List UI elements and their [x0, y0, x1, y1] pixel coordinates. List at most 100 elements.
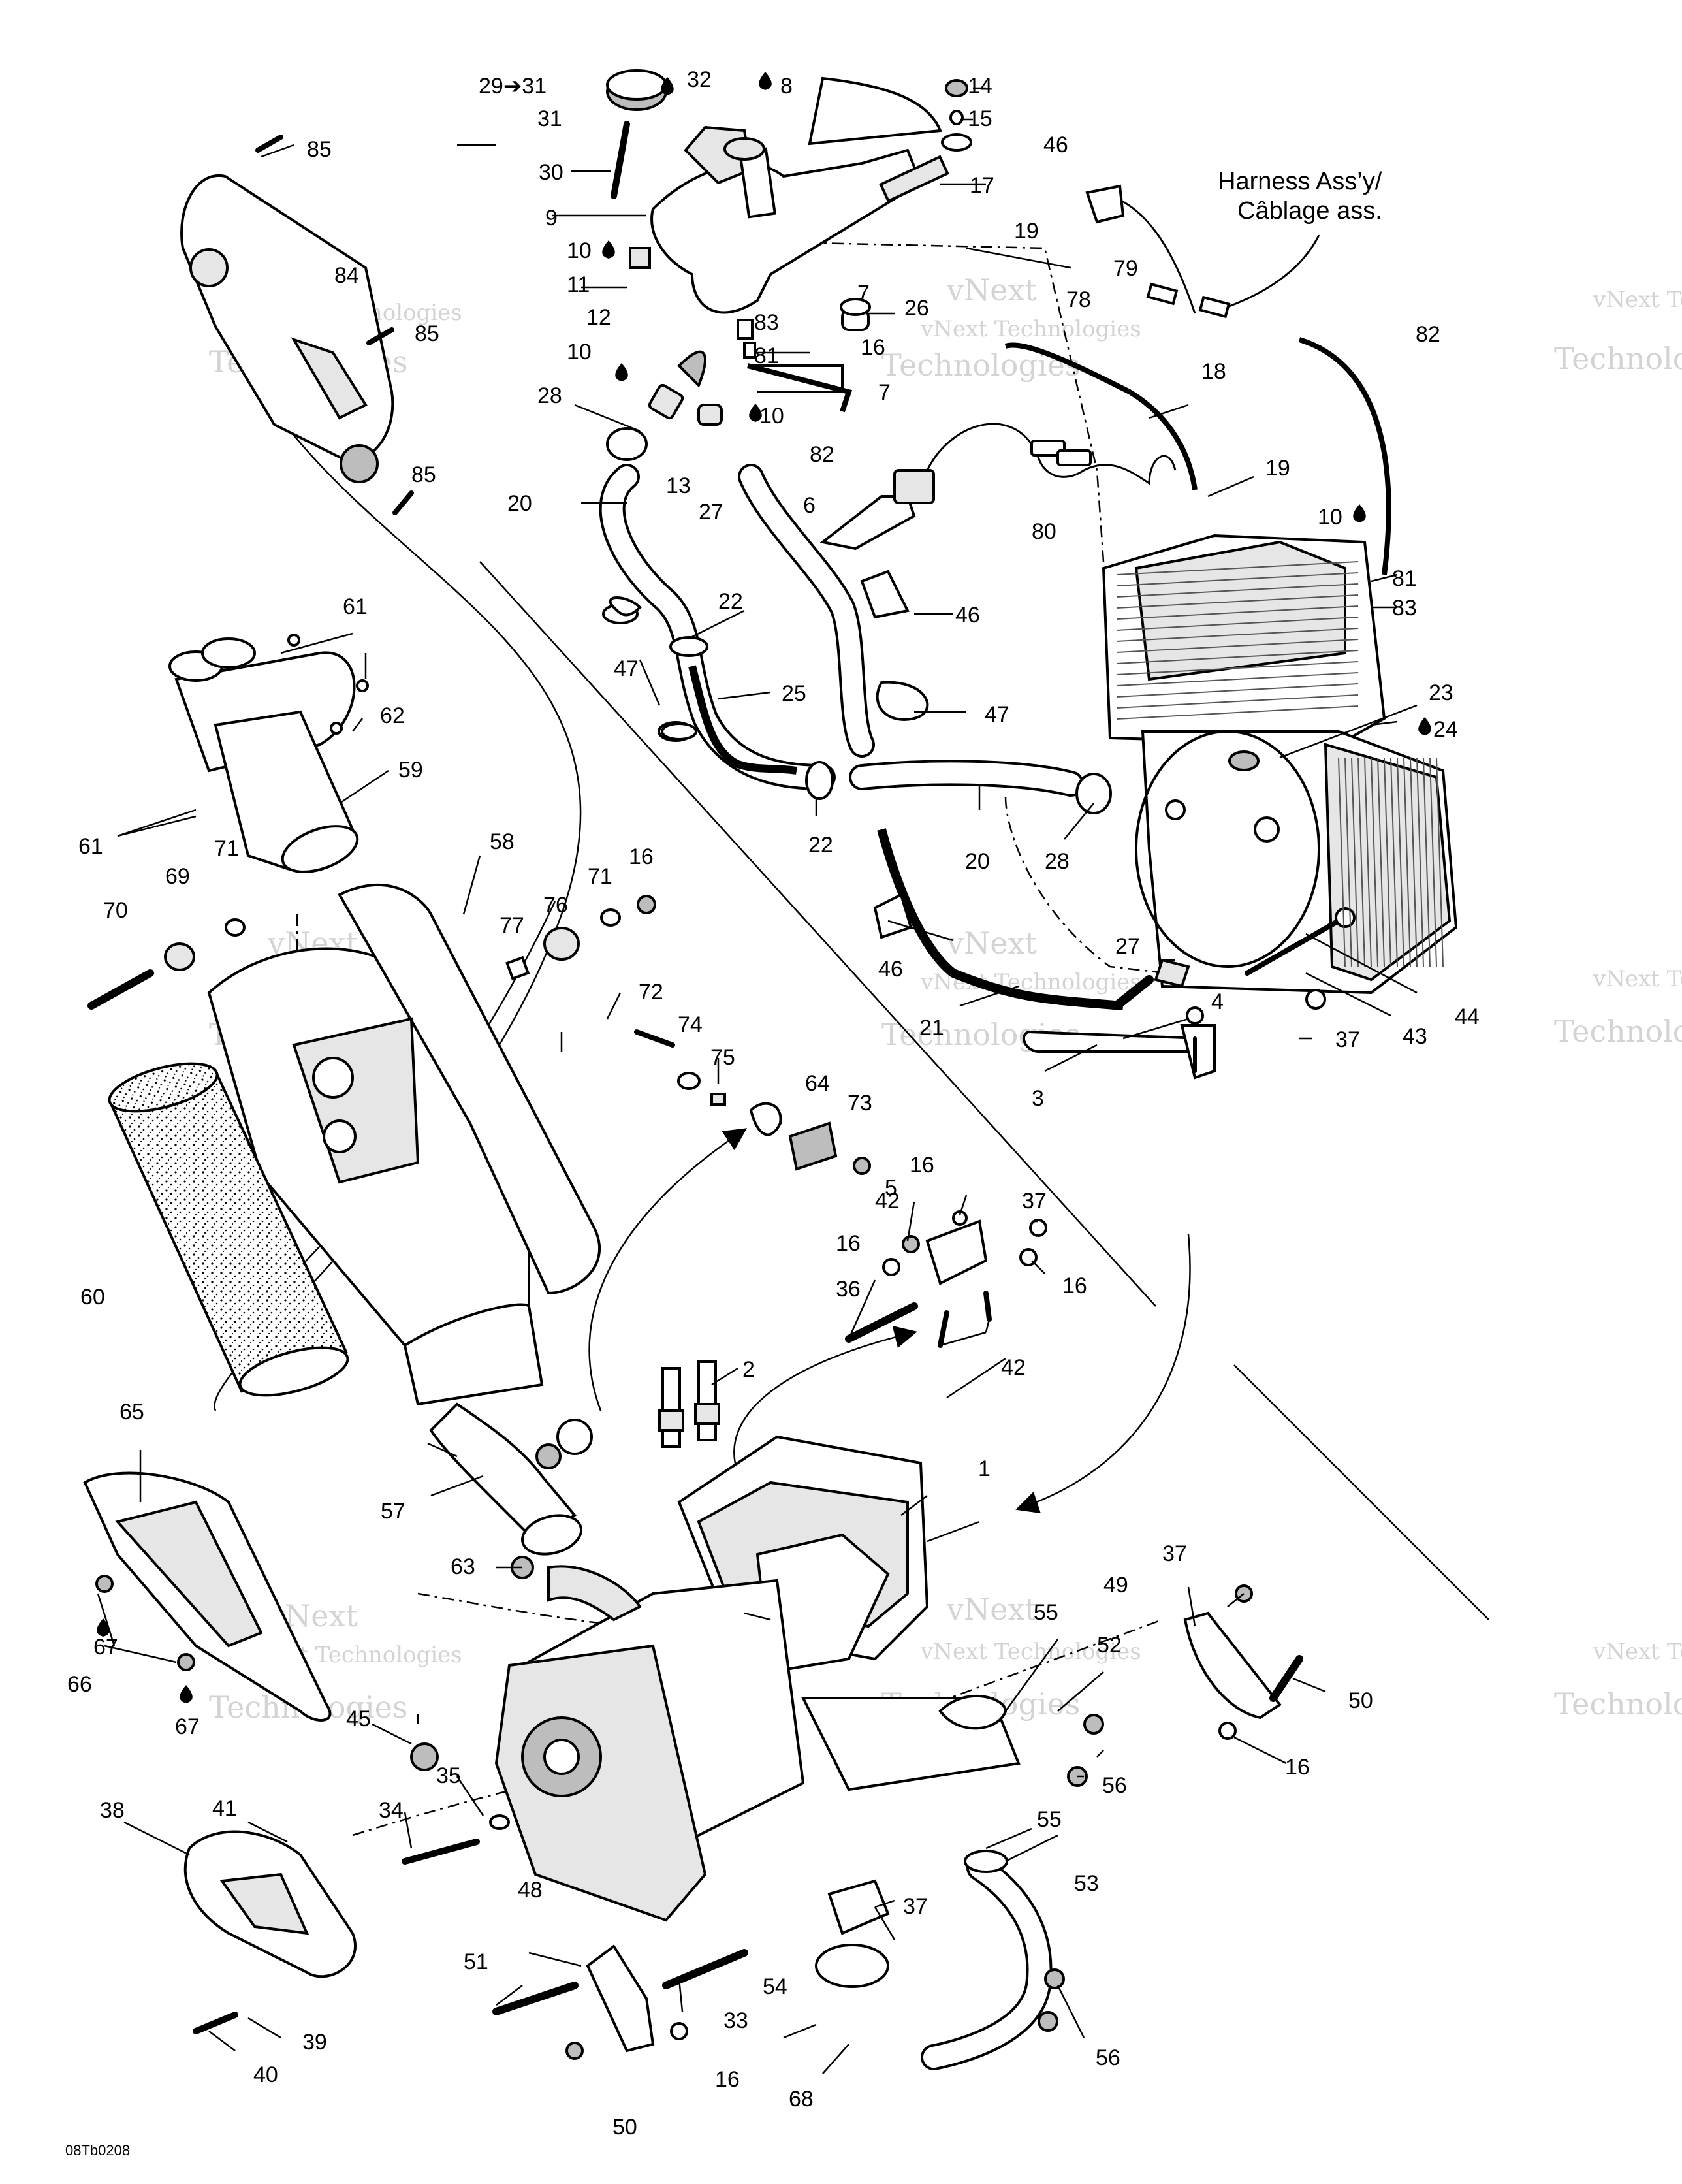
- callout-51: 51: [464, 1950, 488, 1974]
- callout-33: 33: [723, 2008, 748, 2033]
- callout-81a: 81: [754, 344, 779, 368]
- callout-78: 78: [1066, 287, 1091, 312]
- callout-79: 79: [1113, 256, 1138, 281]
- callout-10c: 10: [759, 404, 784, 428]
- droplet-icon: [661, 77, 674, 95]
- callout-34: 34: [379, 1798, 404, 1823]
- callout-56b: 56: [1096, 2046, 1120, 2070]
- droplet-icon: [759, 72, 772, 90]
- harness-label-line1: Harness Ass’y/: [1218, 168, 1382, 195]
- callout-labels: 29➔31 31 32 30 9 10 11 12 10 28 20 13 27…: [67, 67, 1480, 2140]
- droplet-icon: [749, 404, 762, 422]
- muffler-mount-hardware: [87, 895, 656, 1010]
- callout-50a: 50: [1348, 1688, 1373, 1713]
- svg-text:vNext Technologies: vNext Technologies: [1593, 287, 1682, 313]
- engine-cooling-fins: [1116, 561, 1444, 967]
- callout-84: 84: [334, 263, 359, 288]
- callout-9: 9: [545, 206, 558, 231]
- callout-24: 24: [1433, 717, 1458, 742]
- heat-shield-38: [183, 1742, 510, 2034]
- cooling-fin: [1357, 757, 1365, 967]
- callout-18: 18: [1201, 359, 1226, 384]
- droplet-icon: [615, 363, 628, 381]
- spark-arrestor-screen-60: [108, 1062, 349, 1397]
- cooling-fin: [1116, 628, 1359, 642]
- callout-28b: 28: [1045, 849, 1070, 874]
- callout-70: 70: [103, 898, 128, 923]
- droplet-icon: [1353, 504, 1366, 522]
- exhaust-gasket-55: [938, 1694, 1104, 1787]
- callout-71b: 71: [588, 864, 612, 889]
- cooling-fin: [1116, 583, 1359, 598]
- callout-19a: 19: [1014, 219, 1039, 244]
- cooling-fin: [1364, 757, 1372, 967]
- reservoir-cap: [606, 69, 667, 111]
- bracket-49: [1183, 1584, 1303, 1740]
- callout-8: 8: [780, 74, 793, 99]
- heat-shield-84: [180, 135, 414, 515]
- callout-45: 45: [346, 1707, 371, 1731]
- callout-10b: 10: [567, 340, 592, 364]
- callout-42b: 42: [1001, 1355, 1026, 1380]
- callout-68: 68: [789, 2087, 814, 2112]
- callout-67b: 67: [175, 1714, 200, 1739]
- callout-38: 38: [100, 1798, 125, 1823]
- callout-39: 39: [302, 2030, 327, 2055]
- callout-16g: 16: [715, 2067, 740, 2092]
- callout-49: 49: [1103, 1573, 1128, 1598]
- callout-22a: 22: [718, 589, 743, 614]
- callout-83b: 83: [1392, 596, 1417, 620]
- fitting-cluster-upper: [629, 247, 871, 426]
- hose-25: [688, 665, 797, 775]
- watermark-group: vNext vNext Technologies Technologies vN…: [209, 259, 1682, 1725]
- muffler-body-58: [207, 883, 601, 1406]
- cooling-fin: [1116, 572, 1359, 586]
- callout-15: 15: [968, 106, 992, 131]
- callout-20b: 20: [965, 849, 990, 874]
- callout-59: 59: [398, 758, 423, 782]
- callout-37b: 37: [1022, 1189, 1047, 1213]
- svg-text:Technologies: Technologies: [1554, 341, 1682, 376]
- engine-upper-right: [1102, 534, 1458, 1010]
- cooling-fin: [1116, 650, 1359, 664]
- sensor-harness: [819, 195, 1320, 551]
- svg-text:vNext: vNext: [946, 272, 1037, 308]
- callout-37a: 37: [1335, 1027, 1360, 1052]
- callout-85b: 85: [415, 321, 439, 346]
- grommet-14: [941, 79, 972, 152]
- dipstick: [611, 121, 630, 199]
- callout-47b: 47: [985, 702, 1009, 727]
- droplet-icons: [97, 72, 1431, 1703]
- droplet-icon: [1418, 717, 1431, 735]
- exhaust-pipe-53: [815, 1850, 1065, 2070]
- cooling-fin: [1116, 605, 1359, 620]
- callout-57: 57: [381, 1499, 405, 1524]
- callout-55a: 55: [1034, 1600, 1058, 1625]
- callout-61b: 61: [78, 834, 103, 859]
- callout-55b: 55: [1037, 1807, 1062, 1832]
- cooling-fin: [1344, 757, 1352, 967]
- callout-46b: 46: [955, 603, 980, 628]
- callout-58: 58: [490, 829, 515, 854]
- callout-41: 41: [212, 1796, 237, 1821]
- callout-16b: 16: [629, 844, 654, 869]
- harness-assembly-label: Harness Ass’y/ Câblage ass.: [1218, 168, 1382, 225]
- callout-16a: 16: [861, 335, 885, 360]
- callout-83a: 83: [754, 310, 779, 335]
- bracket-46-upper: [609, 184, 1125, 939]
- callout-73: 73: [848, 1091, 872, 1116]
- callout-11: 11: [567, 272, 590, 297]
- cooling-fin: [1116, 683, 1359, 698]
- callout-71a: 71: [214, 836, 239, 861]
- svg-text:vNext: vNext: [946, 1592, 1037, 1627]
- callout-16f: 16: [1285, 1755, 1310, 1780]
- svg-text:vNext Technologies: vNext Technologies: [1593, 966, 1682, 992]
- svg-text:vNext Technologies: vNext Technologies: [1593, 1639, 1682, 1665]
- callout-47a: 47: [614, 656, 639, 681]
- svg-text:vNext: vNext: [946, 925, 1037, 961]
- cooling-fin: [1116, 694, 1359, 709]
- cooling-fin: [1116, 639, 1359, 653]
- callout-65: 65: [119, 1400, 144, 1424]
- callout-80: 80: [1032, 519, 1056, 544]
- callout-61a: 61: [343, 594, 368, 619]
